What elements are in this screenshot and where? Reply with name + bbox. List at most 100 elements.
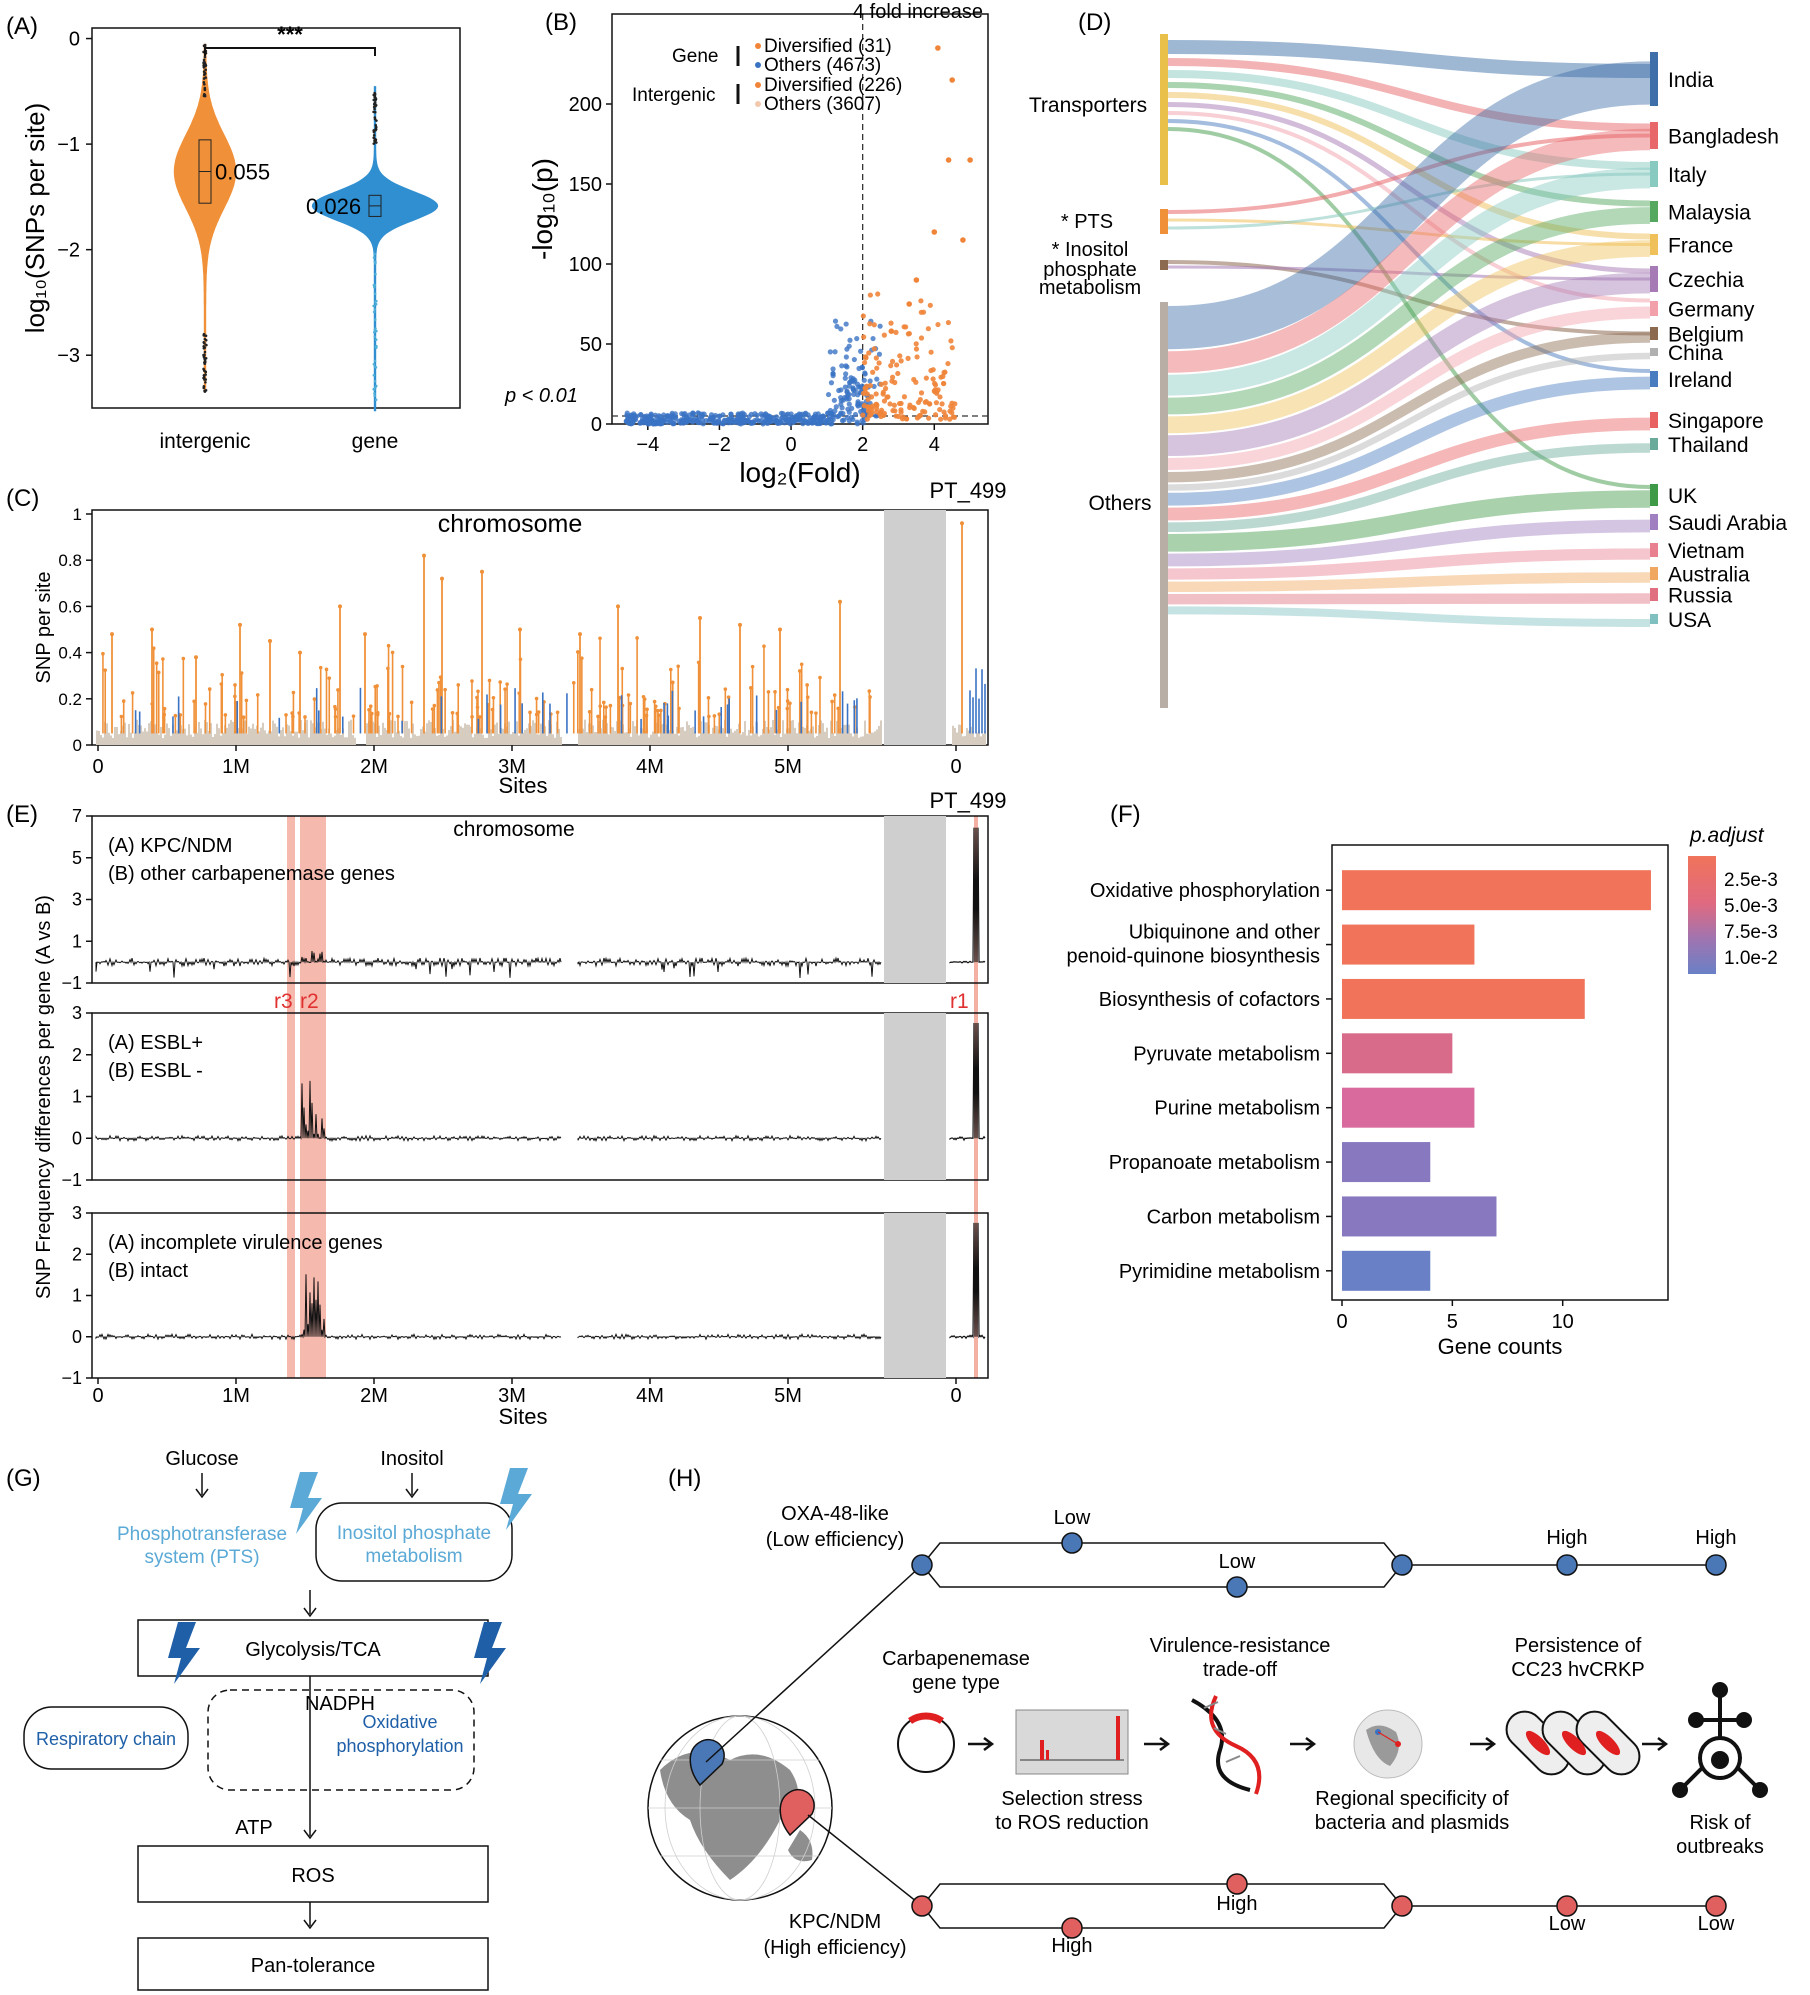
background-bar — [578, 728, 580, 745]
sankey-flow — [1167, 265, 1651, 281]
lightning-icon — [168, 1622, 200, 1684]
x-tick-label: 5M — [774, 756, 802, 778]
background-bar — [182, 729, 184, 745]
scatter-point — [945, 360, 951, 367]
scatter-point — [885, 394, 891, 400]
outlier-point — [202, 355, 206, 359]
background-bar — [458, 724, 460, 745]
background-bar — [710, 733, 712, 745]
background-bar — [968, 730, 970, 745]
outlier-point — [374, 123, 378, 127]
background-bar — [312, 723, 314, 745]
region-r2 — [300, 816, 326, 1378]
oxphos-label-1: Oxidative — [362, 1712, 437, 1732]
background-bar — [818, 724, 820, 745]
outlier-point — [202, 345, 206, 348]
background-bar — [272, 720, 274, 745]
scatter-point — [712, 412, 719, 419]
y-tick-label: 1 — [73, 505, 82, 524]
scatter-point — [838, 411, 844, 417]
background-bar — [480, 728, 482, 745]
background-bar — [506, 726, 508, 745]
background-bar — [666, 724, 668, 745]
background-bar — [162, 738, 164, 745]
background-bar — [828, 738, 830, 745]
background-bar — [284, 736, 286, 745]
background-bar — [140, 725, 142, 745]
outlier-point — [372, 98, 376, 102]
background-bar — [114, 727, 116, 745]
category-label: Propanoate metabolism — [1109, 1152, 1320, 1174]
background-bar — [638, 735, 640, 745]
background-bar — [718, 729, 720, 745]
scatter-point — [846, 409, 852, 415]
scatter-point — [864, 416, 870, 422]
background-bar — [194, 726, 196, 745]
background-bar — [420, 729, 422, 745]
scatter-point — [832, 349, 838, 355]
background-bar — [610, 726, 612, 745]
background-bar — [600, 728, 602, 745]
scatter-point — [813, 417, 819, 423]
scatter-point — [926, 415, 932, 421]
scatter-point — [861, 359, 868, 366]
background-bar — [598, 721, 600, 745]
background-bar — [130, 732, 132, 745]
source-label: Transporters — [1029, 94, 1147, 117]
snp-spike-tip — [620, 666, 625, 671]
scatter-point — [846, 396, 852, 402]
background-bar — [178, 722, 180, 745]
snp-spike-tip — [121, 699, 126, 703]
background-bar — [398, 730, 400, 745]
x-tick-label: 2 — [857, 434, 868, 456]
background-bar — [400, 736, 402, 745]
panel-label-g: (G) — [6, 1465, 41, 1492]
sankey-target-node — [1650, 543, 1658, 557]
scatter-point — [914, 354, 920, 360]
background-bar — [444, 736, 446, 745]
snp-spike-tip — [181, 656, 186, 661]
nadph-label: NADPH — [305, 1693, 375, 1715]
target-label: USA — [1668, 609, 1711, 632]
background-bar — [976, 732, 978, 745]
outlier-point — [203, 389, 206, 393]
background-bar — [152, 724, 154, 745]
sankey-flow — [1167, 82, 1651, 207]
background-bar — [220, 735, 222, 745]
sankey-target-node — [1650, 266, 1658, 292]
scatter-point — [928, 367, 934, 374]
background-bar — [148, 723, 150, 745]
background-bar — [778, 724, 780, 745]
background-bar — [484, 738, 486, 745]
background-bar — [844, 724, 846, 745]
snp-peak-tip — [616, 604, 620, 609]
background-bar — [438, 734, 440, 745]
background-bar — [352, 735, 354, 745]
sankey-flow — [1167, 40, 1651, 78]
snp-spike-tip — [656, 708, 660, 713]
background-bar — [228, 723, 230, 745]
outlier-point — [202, 341, 206, 344]
snp-spike-tip — [409, 700, 414, 705]
target-label: Russia — [1668, 585, 1733, 608]
background-bar — [494, 724, 496, 745]
region-r3 — [287, 816, 295, 1378]
scatter-point — [839, 405, 845, 411]
background-bar — [250, 728, 252, 745]
plasmid-label: PT_499 — [929, 788, 1006, 813]
snp-spike-tip — [670, 680, 675, 685]
background-bar — [414, 734, 416, 745]
background-bar — [160, 726, 162, 745]
snp-spike-tip — [503, 687, 507, 691]
background-bar — [714, 725, 716, 745]
snp-peak-tip — [338, 604, 342, 609]
background-bar — [270, 731, 272, 745]
y-tick-label: 3 — [72, 890, 82, 910]
map-pin-icon — [689, 1739, 725, 1787]
background-bar — [874, 731, 876, 745]
scatter-point — [931, 229, 938, 235]
sankey-flow — [1167, 133, 1651, 214]
snp-spike-tip — [641, 695, 646, 699]
snp-peak-tip — [110, 632, 114, 637]
plasmid-icon — [897, 1715, 955, 1773]
